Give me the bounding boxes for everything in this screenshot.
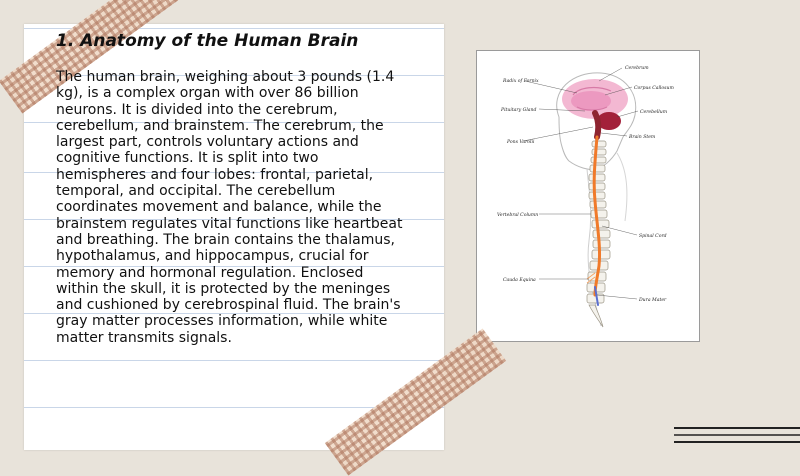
- lined-paper-card: [24, 24, 444, 450]
- slide-body-text: The human brain, weighing about 3 pounds…: [56, 69, 403, 346]
- label-pons: Pons Varolii: [506, 139, 535, 145]
- label-cerebellum: Cerebellum: [640, 109, 668, 115]
- anatomy-illustration: Cerebrum Radix of Fornix Corpus Callosum…: [497, 65, 674, 328]
- label-pituitary-gland: Pituitary Gland: [500, 107, 537, 113]
- cerebrum-fold-lower: [576, 106, 608, 111]
- dura-mater-shape: [594, 286, 599, 306]
- slide-title: 1. Anatomy of the Human Brain: [56, 31, 359, 51]
- cerebrum-fold: [572, 86, 612, 96]
- corpus-callosum-shape: [571, 91, 611, 111]
- neck-outline: [616, 152, 628, 222]
- label-spinal-cord: Spinal Cord: [639, 233, 667, 239]
- label-brain-stem: Brain Stem: [628, 134, 656, 140]
- label-radix-fornicis: Radix of Fornix: [502, 78, 539, 84]
- cauda-equina-shape: [586, 272, 596, 284]
- label-cerebrum: Cerebrum: [625, 65, 649, 71]
- leader-lines: [522, 67, 639, 300]
- label-cauda-equina: Cauda Equina: [503, 277, 536, 283]
- label-corpus-callosum: Corpus Callosum: [634, 85, 674, 91]
- cerebellum-shape: [597, 112, 621, 130]
- label-vertebral-column: Vertebral Column: [497, 212, 538, 218]
- spinal-cord-shape: [592, 135, 602, 297]
- decorative-lines: [674, 427, 800, 443]
- brain-stem-shape: [592, 110, 602, 140]
- label-dura-mater: Dura Mater: [638, 297, 667, 303]
- head-outline: [556, 72, 637, 170]
- brain-spine-diagram: Cerebrum Radix of Fornix Corpus Callosum…: [476, 50, 700, 342]
